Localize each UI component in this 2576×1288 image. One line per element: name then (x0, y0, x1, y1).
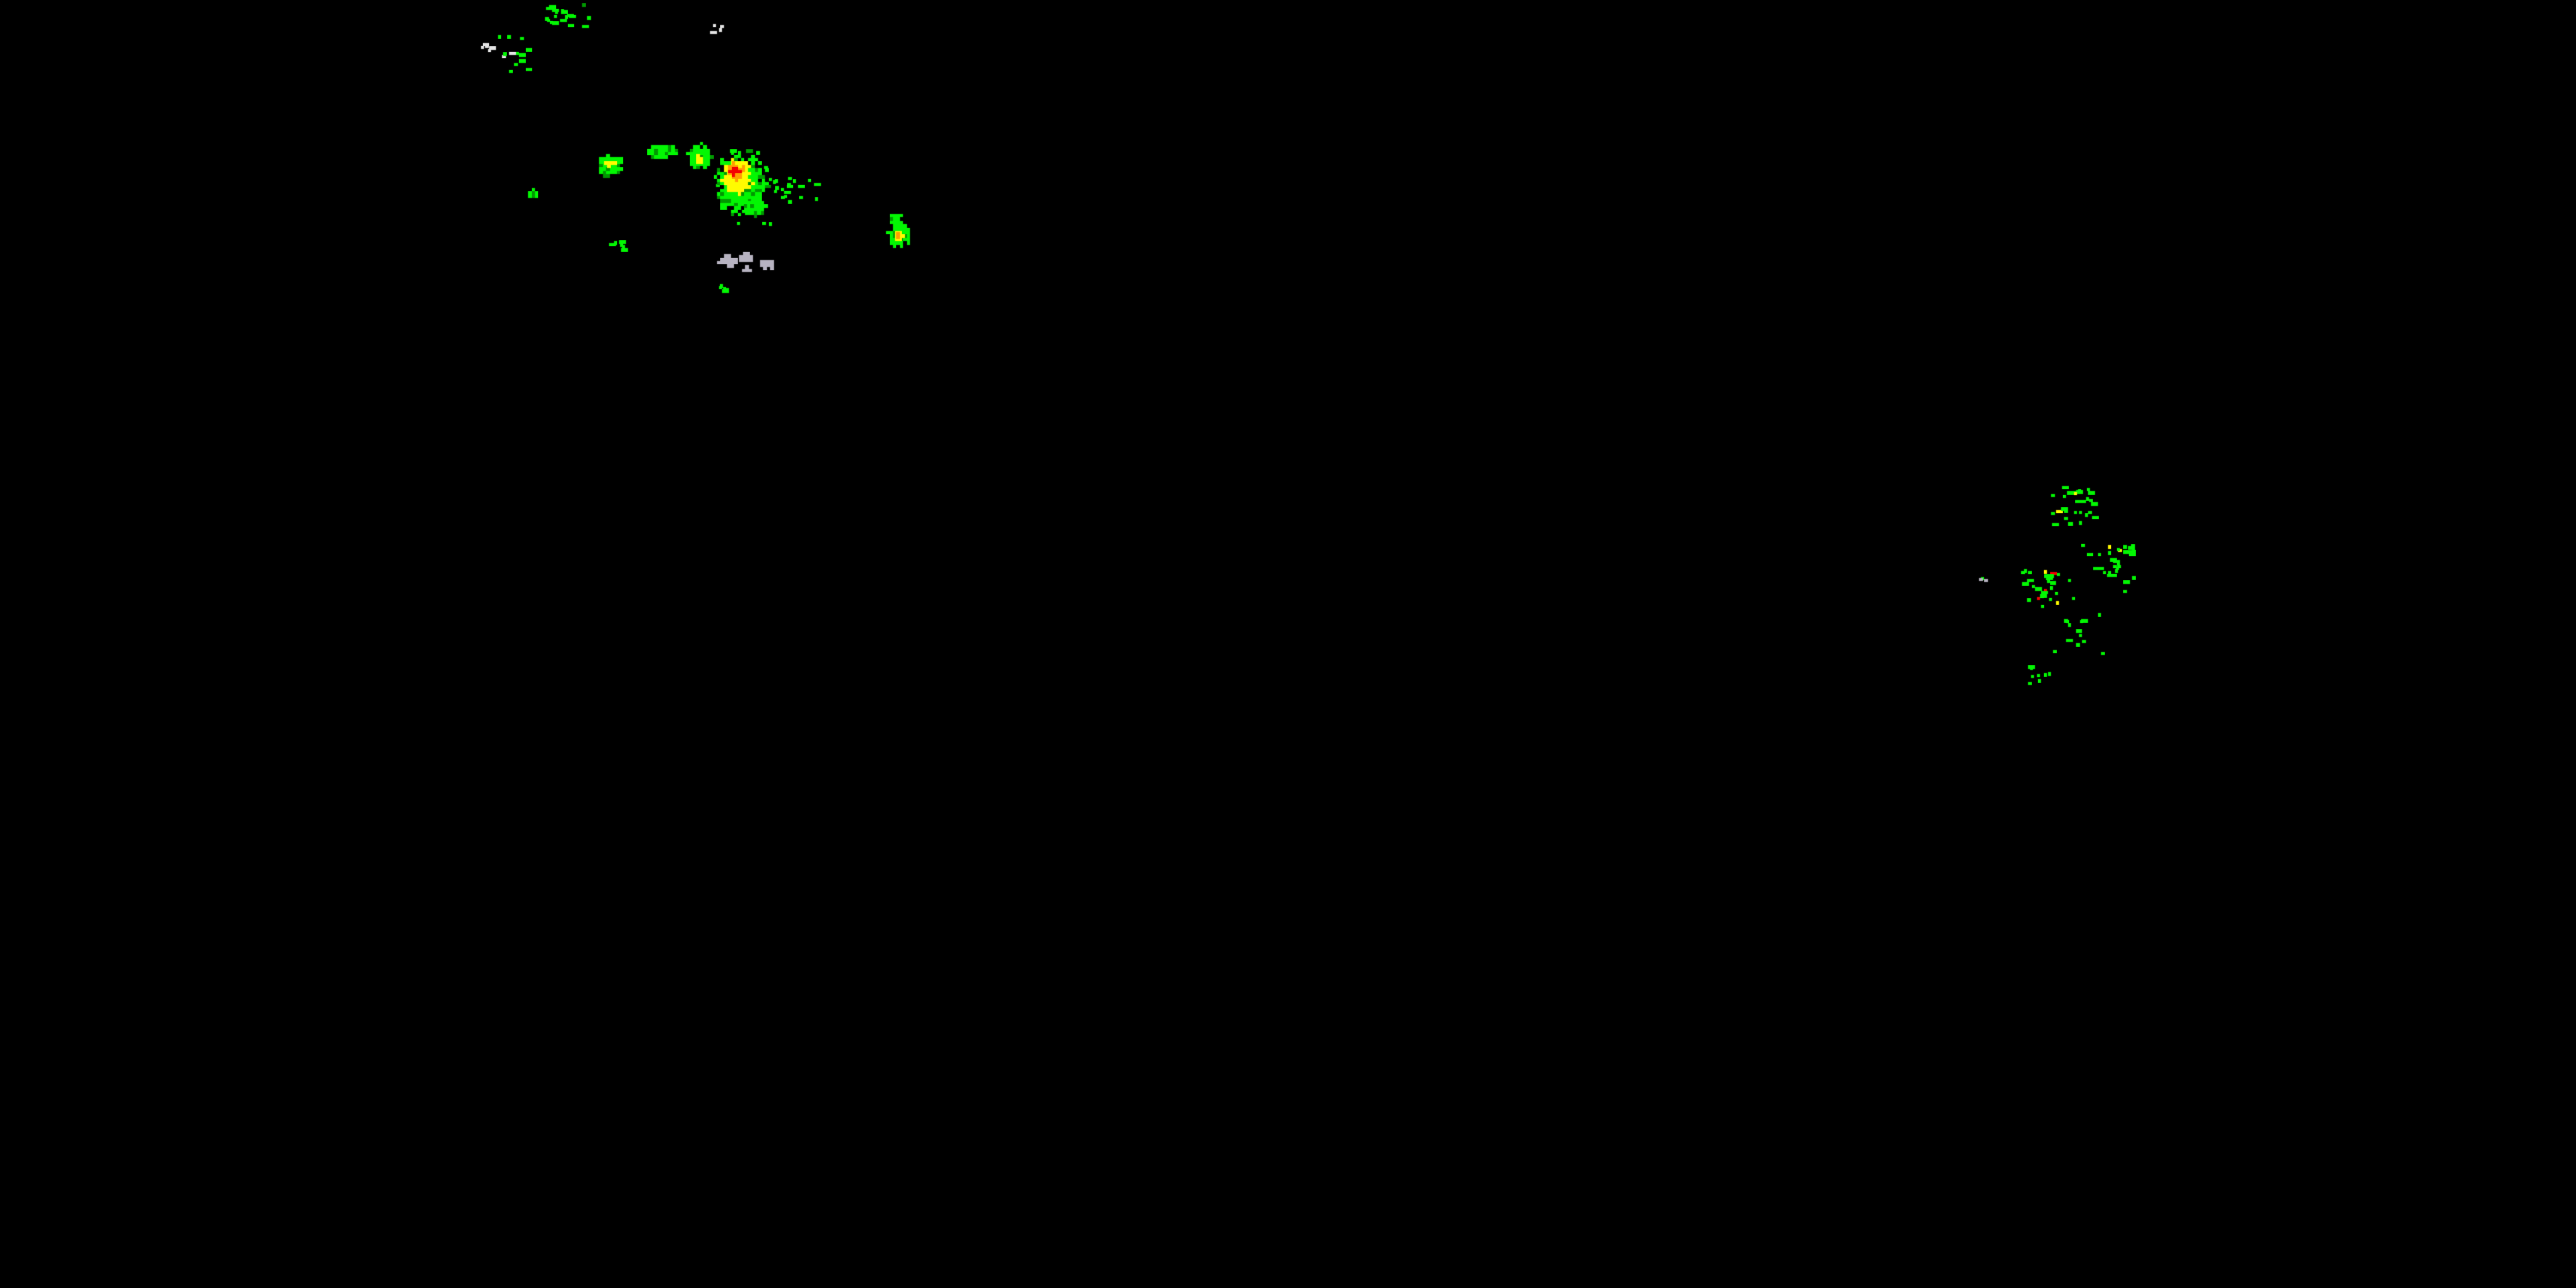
radar-map (0, 0, 2576, 1288)
radar-echoes-canvas (0, 0, 2576, 1288)
